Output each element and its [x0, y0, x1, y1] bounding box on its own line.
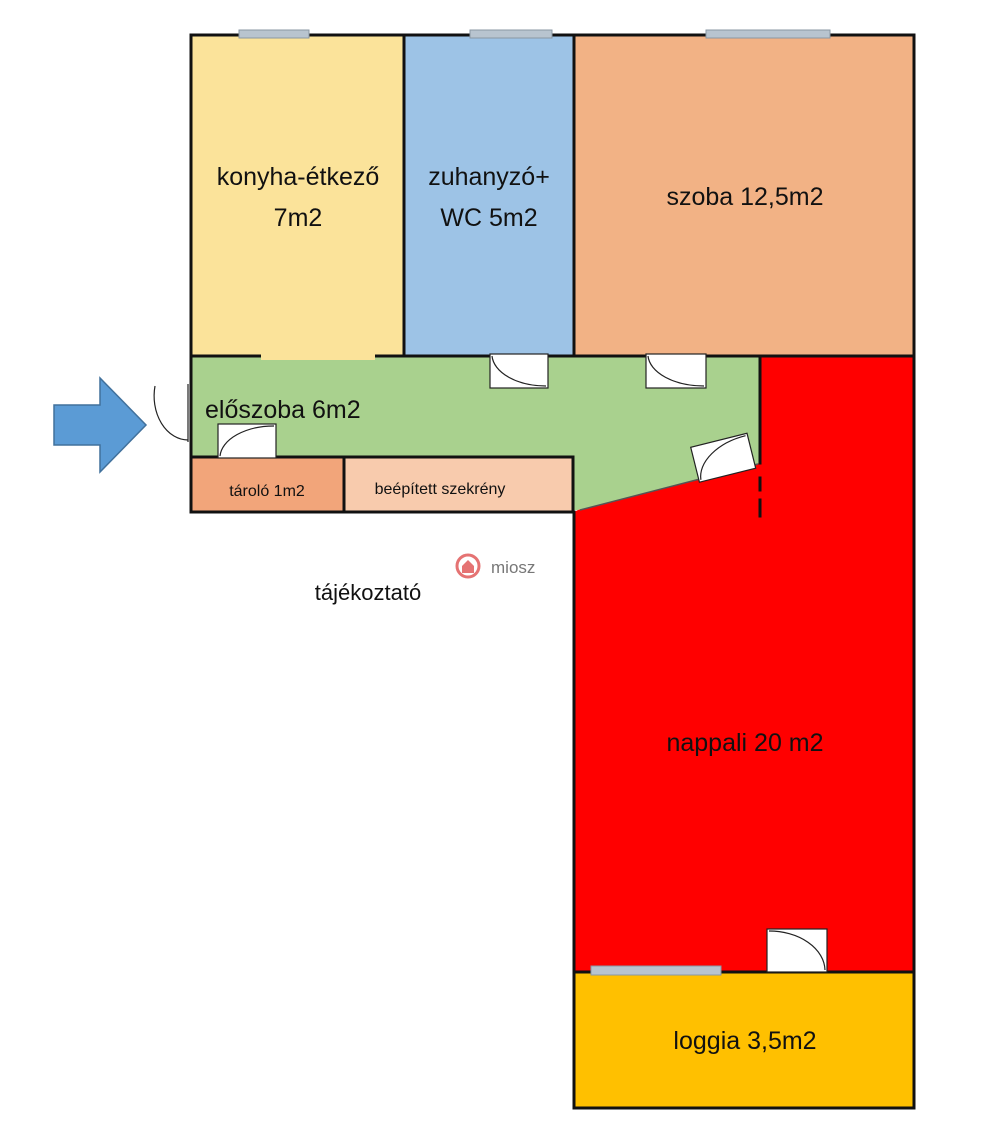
- window-icon: [469, 29, 553, 39]
- window-icon: [705, 29, 831, 39]
- door-swing-icon: [489, 353, 549, 389]
- door-swing-icon: [689, 432, 757, 483]
- storage-room: [191, 457, 344, 512]
- loggia-room: [574, 972, 914, 1108]
- door-swing-icon: [766, 928, 828, 973]
- door-swing-icon: [645, 353, 707, 389]
- kitchen-label-line1: konyha-étkező: [217, 163, 380, 191]
- closet-label: beépített szekrény: [375, 481, 506, 498]
- doors: [152, 353, 828, 973]
- caption-text: tájékoztató: [315, 580, 421, 605]
- bathroom-label-line2: WC 5m2: [440, 204, 537, 232]
- living-room-label: nappali 20 m2: [666, 729, 823, 757]
- storage-label: tároló 1m2: [229, 483, 305, 500]
- bedroom-label: szoba 12,5m2: [666, 183, 823, 211]
- windows: [238, 29, 831, 976]
- bathroom-label-line1: zuhanyzó+: [428, 163, 550, 191]
- window-icon: [238, 29, 310, 39]
- heart-house-logo-icon: [455, 553, 481, 579]
- hallway-room: [191, 356, 760, 510]
- closet-room: [344, 457, 573, 512]
- window-icon: [590, 965, 722, 976]
- door-swing-icon: [152, 384, 189, 442]
- watermark-text: miosz: [491, 558, 535, 577]
- door-swing-icon: [217, 423, 277, 459]
- bedroom-room: [574, 35, 914, 356]
- entrance-arrow-icon: [53, 376, 148, 474]
- kitchen-opening: [261, 351, 375, 360]
- bathroom-room: [404, 35, 574, 356]
- loggia-label: loggia 3,5m2: [673, 1027, 816, 1055]
- kitchen-room: [191, 35, 404, 356]
- kitchen-label-line2: 7m2: [274, 204, 323, 232]
- hallway-label: előszoba 6m2: [205, 396, 361, 424]
- living-room: [574, 356, 914, 972]
